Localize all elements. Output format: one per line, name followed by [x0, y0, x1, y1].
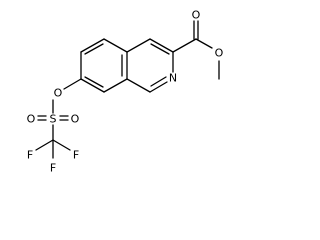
bond-c-fleft: [35, 139, 54, 151]
bond-c4-c3: [149, 38, 174, 53]
bond-c4-c3-double: [150, 43, 170, 55]
atom-fluorine-right: F: [73, 149, 79, 162]
bond-carbonyl-oester: [195, 38, 213, 49]
atom-carbonyl-oxygen: O: [192, 9, 201, 22]
bond-c7-c8: [80, 78, 105, 93]
bond-c4a-c5: [103, 38, 128, 53]
atom-sulfonyl-oxygen-right: O: [71, 113, 80, 126]
atom-ring-nitrogen: N: [169, 72, 177, 85]
bond-c-fright: [52, 139, 71, 151]
bond-c8-c8a: [103, 78, 128, 93]
bond-c3-carbonyl: [172, 38, 197, 53]
chemical-structure-diagram: O O N O S O O F F F: [27, 9, 224, 175]
atom-sulfur: S: [50, 113, 57, 126]
bond-c5-c6: [80, 38, 105, 53]
bond-c7-c8-double: [84, 76, 104, 88]
bond-c4a-c4: [126, 38, 151, 53]
atom-fluorine-bottom: F: [50, 162, 56, 175]
bond-n-c1: [149, 81, 168, 93]
atom-fluorine-left: F: [27, 149, 33, 162]
atom-sulfonyl-oxygen-left: O: [27, 113, 36, 126]
bond-c5-c6-double: [84, 43, 104, 55]
bond-c7-oaryl: [63, 78, 82, 90]
atom-ester-oxygen: O: [215, 47, 224, 60]
atom-label-layer: O O N O S O O F F F: [27, 9, 224, 175]
atom-aryl-oxygen: O: [54, 87, 63, 100]
bond-layer: [35, 20, 220, 159]
bond-c1-c8a: [126, 78, 151, 93]
bond-n-c1-double: [150, 76, 167, 87]
